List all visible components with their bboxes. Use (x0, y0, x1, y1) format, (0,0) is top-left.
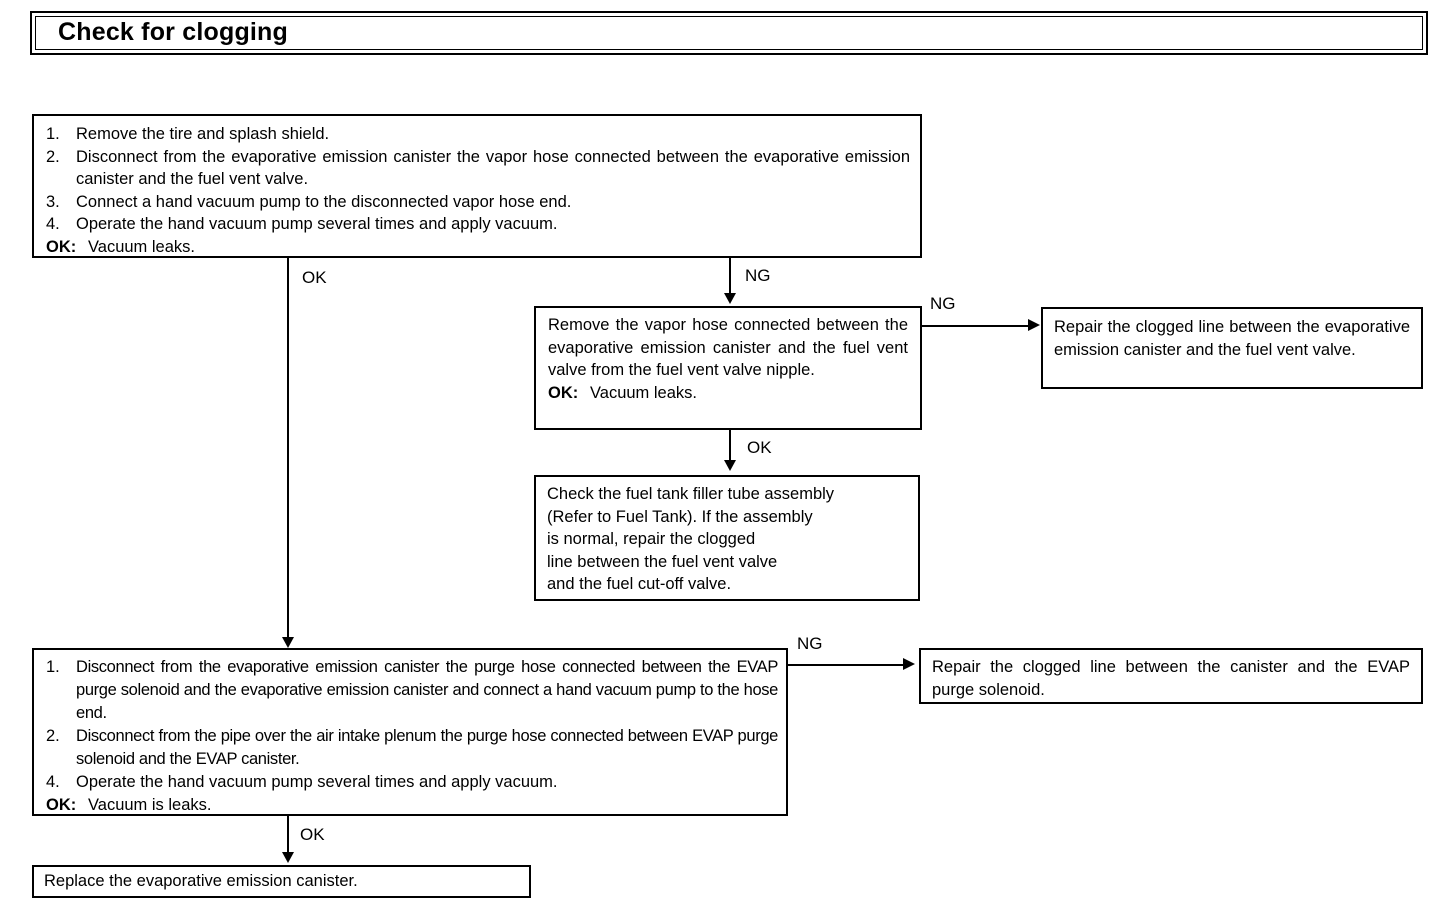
connector-purge-ok-line (287, 816, 289, 854)
ok-text: Vacuum is leaks. (88, 796, 212, 814)
connector-vapor-ng-line (922, 325, 1030, 327)
connector-initial-ok-line (287, 258, 289, 640)
filler-line: is normal, repair the clogged (547, 530, 756, 548)
check-fuel-tank-filler-tube-box: Check the fuel tank filler tube assembly… (534, 475, 920, 601)
connector-purge-ng-arrowhead (903, 658, 915, 670)
filler-line: line between the fuel vent valve (547, 552, 778, 571)
filler-line: and the fuel cut-off valve. (547, 575, 732, 593)
repair-canister-vent-valve-text: Repair the clogged line between the evap… (1054, 318, 1410, 359)
edge-label-purge-ng: NG (797, 634, 823, 653)
step-text: Operate the hand vacuum pump several tim… (76, 773, 558, 791)
title-frame: Check for clogging (30, 11, 1428, 55)
repair-canister-vent-valve-content: Repair the clogged line between the evap… (1043, 309, 1421, 368)
ok-result-row: OK: Vacuum leaks. (548, 382, 908, 405)
connector-vapor-ok-line (729, 430, 731, 462)
replace-canister-text: Replace the evaporative emission caniste… (44, 872, 358, 890)
list-item: 1. Remove the tire and splash shield. (46, 123, 910, 146)
ok-result-row: OK: Vacuum leaks. (46, 236, 910, 259)
step-number: 1. (46, 125, 60, 143)
step-number: 2. (46, 727, 60, 745)
step-text: Remove the tire and splash shield. (76, 125, 330, 143)
ok-result-row: OK: Vacuum is leaks. (46, 794, 778, 817)
ok-label: OK: (548, 383, 579, 402)
title-inner-border: Check for clogging (35, 16, 1423, 50)
connector-vapor-ng-arrowhead (1028, 319, 1040, 331)
step-number: 2. (46, 147, 60, 166)
filler-line: Check the fuel tank filler tube assembly (547, 485, 835, 503)
filler-line: (Refer to Fuel Tank). If the assembly (547, 507, 813, 526)
step-text: Disconnect from the evaporative emission… (76, 147, 910, 189)
connector-initial-ok-arrowhead (282, 637, 294, 648)
ok-label: OK: (46, 237, 77, 256)
connector-purge-ok-arrowhead (282, 852, 294, 863)
edge-label-vapor-ok: OK (747, 438, 772, 457)
edge-label-purge-ok: OK (300, 825, 325, 844)
remove-vapor-hose-text: Remove the vapor hose connected between … (548, 316, 908, 379)
list-item: 3. Connect a hand vacuum pump to the dis… (46, 191, 910, 214)
step-text: Connect a hand vacuum pump to the discon… (76, 192, 572, 211)
step-text: Disconnect from the evaporative emission… (76, 658, 778, 722)
initial-check-box: 1. Remove the tire and splash shield. 2.… (32, 114, 922, 258)
remove-vapor-hose-content: Remove the vapor hose connected between … (536, 308, 920, 410)
step-number: 1. (46, 658, 60, 676)
step-number: 4. (46, 215, 60, 233)
list-item: 4. Operate the hand vacuum pump several … (46, 771, 778, 794)
repair-canister-vent-valve-box: Repair the clogged line between the evap… (1041, 307, 1423, 389)
ok-text: Vacuum leaks. (590, 383, 697, 402)
step-number: 3. (46, 192, 60, 211)
step-number: 4. (46, 773, 60, 791)
list-item: 2. Disconnect from the evaporative emiss… (46, 146, 910, 191)
list-item: 2. Disconnect from the pipe over the air… (46, 725, 778, 771)
connector-purge-ng-line (788, 664, 906, 666)
replace-canister-content: Replace the evaporative emission caniste… (34, 867, 529, 896)
ok-text: Vacuum leaks. (88, 237, 195, 256)
purge-hose-check-box: 1. Disconnect from the evaporative emiss… (32, 648, 788, 816)
list-item: 4. Operate the hand vacuum pump several … (46, 213, 910, 236)
edge-label-initial-ng: NG (745, 266, 771, 285)
remove-vapor-hose-box: Remove the vapor hose connected between … (534, 306, 922, 430)
connector-initial-ng-line (729, 258, 731, 295)
initial-check-content: 1. Remove the tire and splash shield. 2.… (34, 116, 920, 265)
repair-canister-purge-solenoid-box: Repair the clogged line between the cani… (919, 648, 1423, 704)
purge-hose-check-content: 1. Disconnect from the evaporative emiss… (34, 650, 786, 823)
connector-initial-ng-arrowhead (724, 293, 736, 304)
connector-vapor-ok-arrowhead (724, 460, 736, 471)
list-item: 1. Disconnect from the evaporative emiss… (46, 656, 778, 725)
edge-label-vapor-ng: NG (930, 294, 956, 313)
repair-canister-purge-solenoid-content: Repair the clogged line between the cani… (921, 650, 1421, 707)
page-title: Check for clogging (58, 17, 289, 46)
step-text: Operate the hand vacuum pump several tim… (76, 215, 558, 233)
repair-canister-purge-solenoid-text: Repair the clogged line between the cani… (932, 658, 1410, 699)
check-fuel-tank-filler-tube-content: Check the fuel tank filler tube assembly… (536, 477, 918, 602)
step-text: Disconnect from the pipe over the air in… (76, 727, 778, 768)
replace-canister-box: Replace the evaporative emission caniste… (32, 865, 531, 898)
ok-label: OK: (46, 796, 77, 814)
edge-label-initial-ok: OK (302, 268, 327, 287)
